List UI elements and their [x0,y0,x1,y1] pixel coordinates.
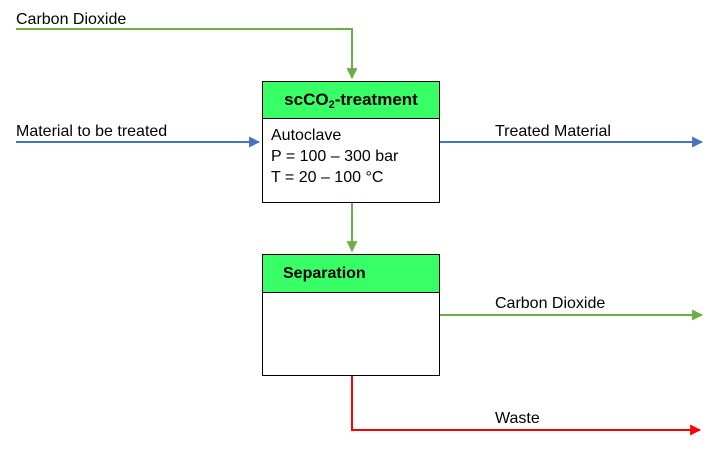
treatment-pressure: P = 100 – 300 bar [271,148,399,165]
treatment-box: scCO2-treatment Autoclave P = 100 – 300 … [262,81,440,203]
treatment-box-title: scCO2-treatment [263,82,439,119]
treatment-vessel: Autoclave [271,127,342,144]
co2-inlet-arrow [16,28,358,80]
separation-box: Separation [262,254,440,376]
treatment-title-prefix: scCO [284,90,329,109]
treatment-temperature: T = 20 – 100 °C [271,169,384,186]
separation-box-title: Separation [263,255,439,293]
treatment-box-body: Autoclave P = 100 – 300 bar T = 20 – 100… [263,119,439,188]
treatment-title-suffix: -treatment [334,90,418,109]
material-inlet-label: Material to be treated [16,123,168,140]
waste-label: Waste [495,410,540,427]
treated-material-label: Treated Material [495,123,611,140]
carbon-dioxide-outlet-label: Carbon Dioxide [495,295,606,312]
treatment-title-subscript: 2 [328,99,335,111]
waste-outlet-arrow [351,376,702,436]
carbon-dioxide-inlet-label: Carbon Dioxide [16,11,127,28]
